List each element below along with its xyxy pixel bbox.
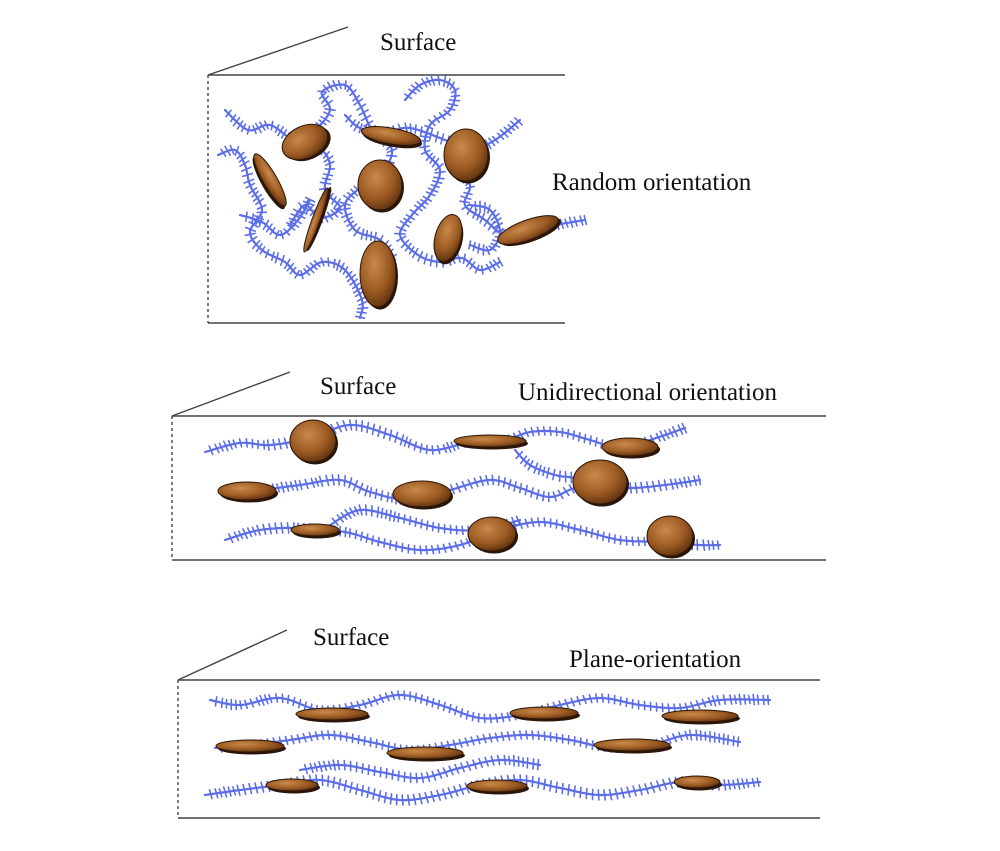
filler-particles [215,123,740,795]
chain-random-1 [216,144,369,320]
particle-face [466,779,528,793]
particle-random-5 [357,159,404,213]
particle-random-4 [252,153,287,210]
panel-plane-surface-label: Surface [313,624,390,651]
particle-face [392,480,452,508]
particle-face [572,459,628,505]
panel-frame-3 [177,629,820,819]
particle-uni-9 [646,515,695,559]
particle-face [265,778,319,792]
particle-face [601,437,659,457]
particle-face [453,434,527,448]
chain-backbone [298,758,542,780]
particle-uni-8 [467,516,518,554]
particle-plane-1 [295,707,370,723]
particle-face [497,215,559,245]
particle-random-1 [281,123,331,162]
particle-random-2 [360,126,423,149]
particle-face [253,153,287,207]
particle-random-9 [359,240,398,310]
chain-bristles [303,754,540,784]
particle-random-7 [433,214,464,265]
chain-bristles [394,74,504,275]
particle-plane-4 [215,739,286,755]
panel-plane-orientation-label: Plane-orientation [569,646,742,673]
particle-face [359,240,397,308]
particle-face [386,746,464,760]
panel-frame-2 [171,371,826,561]
particle-uni-5 [217,481,278,503]
panel-unidirectional-orientation-label: Unidirectional orientation [518,379,777,406]
particle-face [281,123,329,161]
particle-uni-6 [392,480,453,510]
particle-face [646,515,694,557]
particle-plane-7 [265,778,320,794]
chain-random-8 [238,196,316,240]
particle-face [661,709,739,723]
chain-bristles [220,144,369,319]
particle-face [509,706,579,720]
particle-face [357,159,403,211]
particle-plane-9 [673,775,722,791]
particle-uni-7 [290,523,341,539]
particle-random-6 [303,186,332,253]
particle-face [215,739,285,753]
panel-unidirectional-surface-label: Surface [320,373,397,400]
chain-bristles [245,196,316,240]
particle-random-3 [443,128,490,184]
chain-backbone [216,148,364,320]
particle-uni-3 [601,437,660,459]
chain-random-7 [468,200,505,256]
particle-face [673,775,721,789]
particle-plane-3 [661,709,740,725]
particle-face [289,419,337,463]
particle-face [303,187,329,253]
particle-uni-4 [572,459,629,507]
particle-plane-6 [593,738,672,754]
frame-surface-edge [177,629,288,681]
chain-plane-4 [298,754,542,784]
particle-plane-5 [386,746,465,762]
panel-frames [171,26,826,819]
particle-plane-2 [509,706,580,722]
particle-face [360,126,422,146]
frame-surface-edge [171,371,291,417]
particle-random-8 [497,215,561,247]
particle-face [295,707,369,721]
particle-face [433,214,463,262]
particle-face [290,523,340,537]
panel-frame-1 [207,26,565,324]
panel-random-surface-label: Surface [380,29,457,56]
particle-uni-1 [289,419,338,465]
particle-plane-8 [466,779,529,795]
particle-face [593,738,671,752]
particle-face [467,516,517,552]
frame-surface-edge [207,26,349,76]
particle-face [443,128,489,182]
panel-random-orientation-label: Random orientation [552,169,752,196]
particle-uni-2 [453,434,528,450]
particle-face [217,481,277,501]
